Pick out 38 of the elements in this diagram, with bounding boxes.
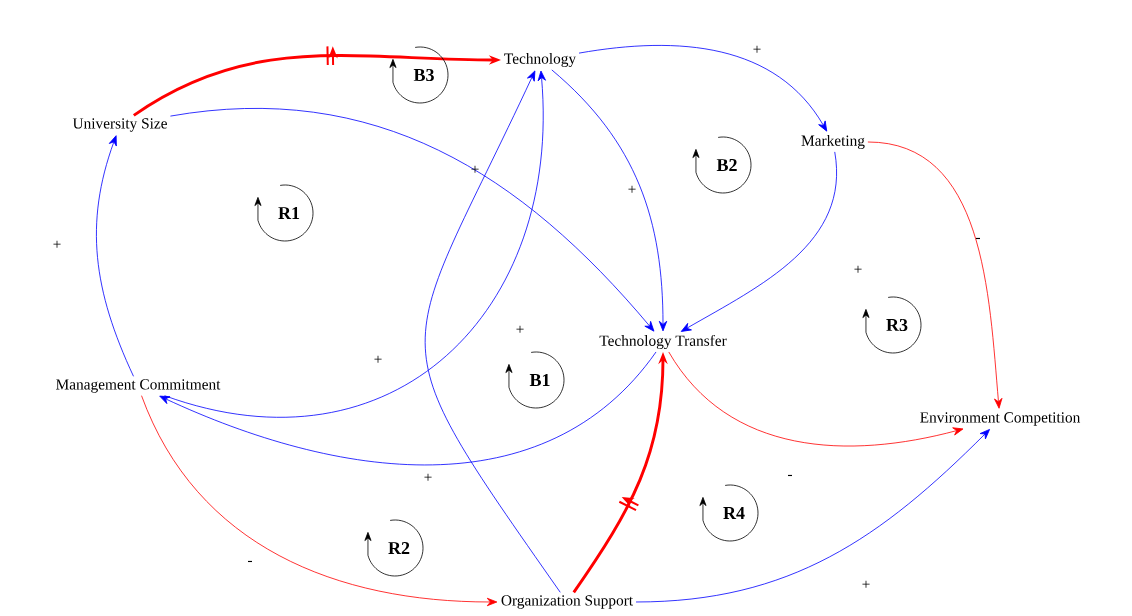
- variable-label: Marketing: [801, 135, 865, 149]
- loop-label: R3: [886, 318, 908, 332]
- variable-label: Technology Transfer: [599, 334, 727, 350]
- loop-label: R2: [388, 542, 410, 554]
- causal-link: [96, 135, 134, 377]
- causal-link: [159, 351, 657, 466]
- variable-label: Organization Support: [501, 595, 633, 609]
- loop-label: B1: [529, 374, 550, 386]
- causal-link: [578, 45, 828, 132]
- polarity-sign: -: [788, 474, 792, 477]
- causal-link: [141, 395, 498, 607]
- causal-link: [635, 429, 990, 603]
- polarity-sign: +: [374, 355, 382, 363]
- causal-link: [867, 141, 1003, 409]
- loop-label: B3: [413, 68, 434, 82]
- polarity-sign: -: [976, 237, 980, 240]
- polarity-sign: +: [753, 45, 761, 53]
- loop-label: R1: [278, 207, 300, 219]
- polarity-sign: +: [424, 473, 432, 481]
- polarity-sign: +: [628, 185, 636, 193]
- variable-label: Technology: [504, 53, 577, 67]
- polarity-sign: +: [862, 580, 870, 588]
- causal-link: [164, 70, 546, 418]
- causal-link: [424, 70, 561, 593]
- polarity-sign: +: [53, 240, 61, 248]
- polarity-sign: -: [248, 560, 252, 563]
- loop-label: B2: [716, 159, 737, 171]
- polarity-sign: +: [854, 265, 862, 273]
- variable-label: Environment Competition: [920, 412, 1081, 426]
- loop-label: R4: [723, 507, 745, 519]
- variable-label: Management Commitment: [56, 379, 221, 393]
- polarity-sign: +: [471, 165, 479, 173]
- variable-label: University Size: [72, 118, 167, 132]
- causal-link: [668, 351, 964, 447]
- causal-link: [680, 151, 837, 332]
- polarity-sign: +: [516, 325, 524, 333]
- causal-link: [551, 69, 668, 332]
- causal-link: [170, 108, 655, 332]
